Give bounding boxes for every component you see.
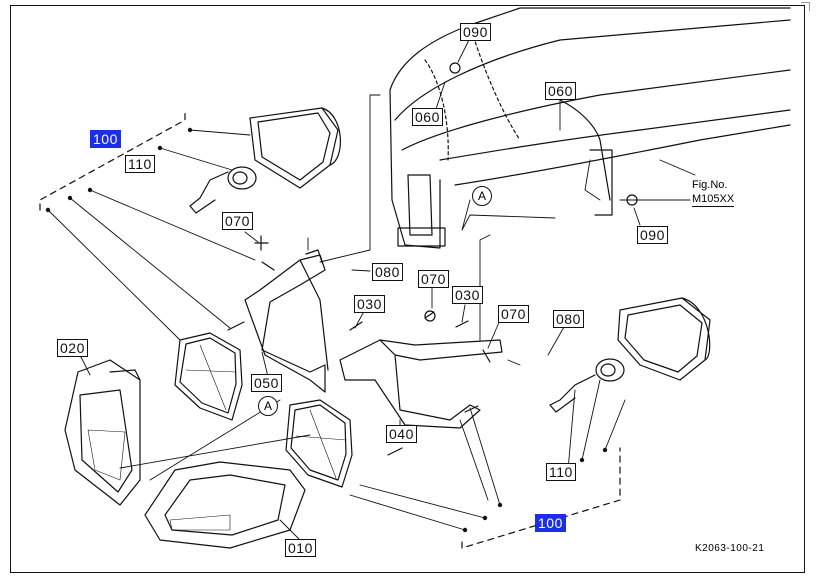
part-label-070-b[interactable]: 070: [418, 270, 449, 288]
figure-number-value: M105XX: [692, 193, 735, 207]
part-label-070-a[interactable]: 070: [222, 212, 253, 230]
part-label-090-right[interactable]: 090: [637, 226, 668, 244]
bulb-socket-bottom: [549, 358, 625, 413]
headlight-right: [285, 399, 353, 488]
lamp-housing-top: [249, 107, 341, 189]
lamp-housing-bottom: [617, 297, 711, 381]
bulb-socket-top: [189, 166, 257, 214]
part-label-060-a[interactable]: 060: [412, 108, 443, 126]
reference-mark-a-left: A: [258, 396, 278, 416]
leader-lines: [47, 37, 696, 541]
part-label-040[interactable]: 040: [386, 425, 417, 443]
part-label-070-c[interactable]: 070: [498, 305, 529, 323]
reference-mark-a-top: A: [472, 186, 492, 206]
part-label-010[interactable]: 010: [285, 539, 316, 557]
tractor-frame-outline: [389, 7, 791, 249]
part-label-100-top[interactable]: 100: [90, 130, 121, 148]
part-label-090-top[interactable]: 090: [460, 23, 491, 41]
bolts: [227, 62, 638, 456]
kit-bracket-bottom: [461, 447, 621, 549]
corner-mark: [801, 2, 810, 11]
part-label-080-b[interactable]: 080: [553, 310, 584, 328]
part-label-050[interactable]: 050: [251, 374, 282, 392]
figure-number-label: Fig.No.: [692, 179, 728, 191]
lamp-cover-020: [64, 359, 141, 506]
kit-bracket-top: [39, 111, 186, 211]
part-label-060-b[interactable]: 060: [545, 82, 576, 100]
part-label-020[interactable]: 020: [57, 339, 88, 357]
part-label-030-b[interactable]: 030: [452, 286, 483, 304]
headlight-left: [174, 332, 243, 421]
drawing-frame: [10, 5, 805, 573]
part-label-110-bottom[interactable]: 110: [546, 463, 576, 481]
mount-bracket-050: [244, 249, 329, 393]
part-label-030-a[interactable]: 030: [354, 295, 385, 313]
leader-dots: [45, 127, 608, 533]
drawing-code: K2063-100-21: [695, 543, 765, 554]
figure-number: Fig.No. M105XX: [692, 178, 735, 207]
part-label-080-a[interactable]: 080: [372, 263, 403, 281]
mount-bracket-040: [339, 339, 503, 429]
part-label-110-top[interactable]: 110: [125, 155, 155, 173]
lamp-cover-010: [144, 461, 306, 549]
part-label-100-bottom[interactable]: 100: [535, 514, 566, 532]
